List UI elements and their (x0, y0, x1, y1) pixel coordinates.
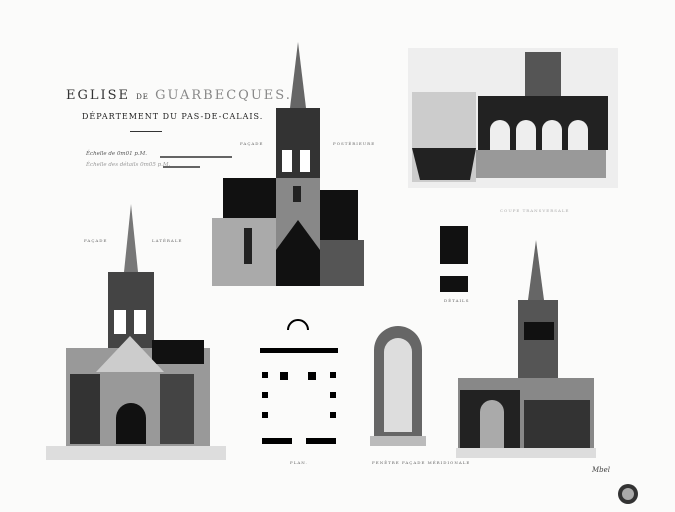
capital-detail-drawing (440, 226, 468, 292)
floor-plan-drawing (260, 319, 338, 444)
plate-title: EGLISE DE GUARBECQUES. (66, 88, 292, 103)
department-subtitle: DÉPARTEMENT DU PAS-DE-CALAIS. (82, 112, 264, 121)
label-laterale: LATÉRALE (152, 238, 183, 243)
longitudinal-section-drawing (408, 48, 618, 188)
lateral-facade-drawing (46, 204, 226, 460)
label-section: COUPE TRANSVERSALE (500, 208, 570, 213)
south-facade-drawing (456, 240, 596, 458)
label-facade-left: FAÇADE (84, 238, 108, 243)
window-drawing (370, 326, 426, 446)
signature: Mbel (592, 466, 611, 474)
scale-label-2: Échelle des détails 0m05 p.M. (86, 162, 171, 168)
label-details: DÉTAILS (444, 298, 470, 303)
title-rule (130, 131, 162, 132)
label-window: FENÊTRE FAÇADE MÉRIDIONALE (372, 460, 471, 465)
scale-label-1: Échelle de 0m01 p.M. (86, 151, 148, 157)
label-posterieure: POSTÉRIEURE (333, 141, 376, 146)
rear-facade-drawing (212, 42, 364, 286)
label-plan: PLAN. (290, 460, 308, 465)
label-facade-top: FAÇADE (240, 141, 264, 146)
